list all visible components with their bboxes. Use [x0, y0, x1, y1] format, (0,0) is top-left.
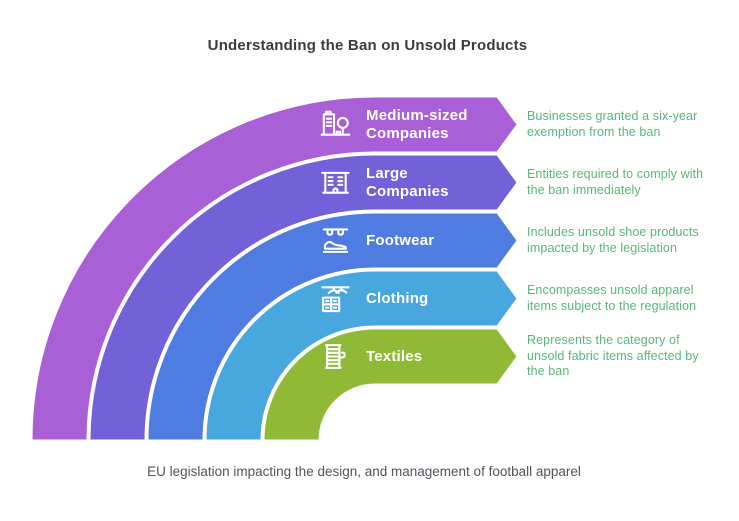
band-label: Footwear: [366, 231, 435, 249]
band-content-large-companies: Large Companies: [318, 155, 518, 210]
arc-band-footwear: [147, 212, 518, 441]
band-label: Large Companies: [366, 165, 449, 200]
office-building-icon: [321, 171, 350, 194]
band-label: Textiles: [366, 347, 423, 365]
band-content-medium-sized: Medium-sized Companies: [318, 97, 518, 152]
band-content-clothing: Clothing: [318, 271, 518, 326]
band-content-footwear: Footwear: [318, 213, 518, 268]
band-label: Medium-sized Companies: [366, 107, 468, 142]
hangers-dresser-icon: [321, 286, 350, 313]
description-footwear: Includes unsold shoe products impacted b…: [527, 225, 699, 255]
thread-spool-icon: [324, 344, 346, 369]
band-content-textiles: Textiles: [318, 329, 518, 384]
arc-band-large-companies: [89, 154, 518, 441]
shoe-rack-icon: [322, 228, 349, 253]
band-label: Clothing: [366, 289, 429, 307]
description-medium-sized: Businesses granted a six-year exemption …: [527, 109, 698, 139]
building-with-tree-icon: [320, 110, 351, 136]
footer-caption: EU legislation impacting the design, and…: [147, 464, 581, 479]
page-title: Understanding the Ban on Unsold Products: [207, 37, 528, 54]
arc-band-clothing: [205, 270, 518, 441]
description-textiles: Represents the category of unsold fabric…: [527, 333, 699, 379]
arc-band-medium-sized-companies: [31, 96, 518, 441]
description-large-companies: Entities required to comply with the ban…: [527, 167, 704, 197]
description-clothing: Encompasses unsold apparel items subject…: [527, 283, 697, 313]
